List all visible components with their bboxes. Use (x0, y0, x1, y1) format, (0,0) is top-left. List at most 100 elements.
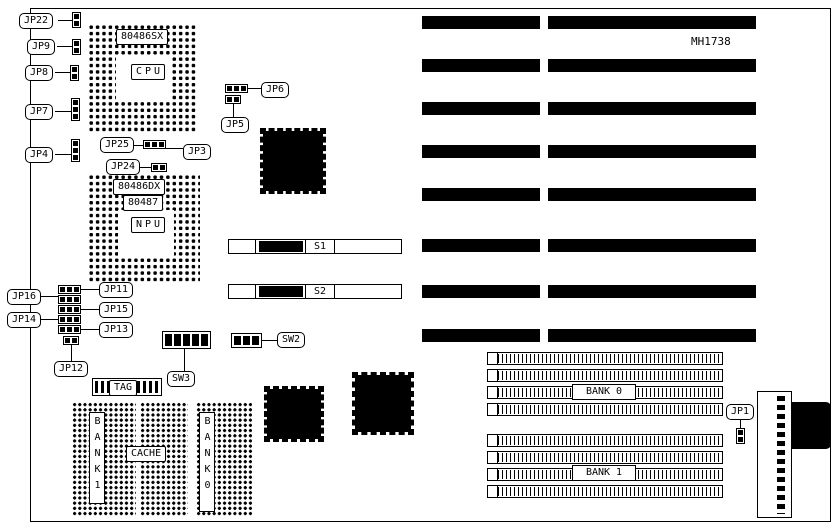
wire (81, 289, 99, 290)
slot-key (540, 59, 548, 72)
chipset-qfp-3 (352, 372, 414, 435)
label-jp13: JP13 (99, 322, 134, 338)
label-jp11: JP11 (99, 282, 134, 298)
socket-end (488, 370, 498, 381)
jumper-jp25-jp3 (143, 140, 166, 149)
jumper-jp9 (72, 39, 81, 55)
label-jp8: JP8 (25, 65, 54, 81)
wire (41, 319, 58, 320)
jumper-jp1 (736, 428, 745, 444)
switch-body (259, 286, 303, 297)
isa-slot-1 (422, 16, 756, 29)
cache-bank1-label: BANK1 (89, 412, 105, 504)
socket-pins (498, 371, 721, 380)
jumper-jp5 (225, 95, 241, 104)
jumper-jp11 (58, 285, 81, 294)
jumper-jp14 (58, 315, 81, 324)
switch-body (259, 241, 303, 252)
jumper-jp6 (225, 84, 248, 93)
tag-label: TAG (109, 380, 138, 396)
slot-key (540, 145, 548, 158)
jumper-jp12 (63, 336, 79, 345)
isa-slot-3 (422, 102, 756, 115)
socket-end (488, 387, 498, 398)
label-jp4: JP4 (25, 147, 54, 163)
slot-key (540, 16, 548, 29)
keyboard-pin-header (757, 391, 792, 518)
socket-pins (498, 354, 721, 363)
isa-slot-8 (422, 329, 756, 342)
socket-pins (498, 436, 721, 445)
switch-bar-s1: S1 (228, 239, 402, 254)
label-sw3: SW3 (167, 371, 196, 387)
label-jp15: JP15 (99, 302, 134, 318)
label-jp24: JP24 (106, 159, 141, 175)
label-jp25: JP25 (100, 137, 135, 153)
jumper-jp8 (70, 65, 79, 81)
wire (58, 20, 73, 21)
jumper-jp22 (72, 12, 81, 28)
npu-label: NPU (131, 217, 166, 233)
wire (740, 420, 741, 428)
slot-key (540, 285, 548, 298)
divider (255, 285, 256, 298)
simm-socket (487, 434, 723, 447)
isa-slot-4 (422, 145, 756, 158)
socket-end (488, 452, 498, 463)
simm-socket (487, 369, 723, 382)
cache-label: CACHE (126, 446, 167, 462)
socket-pins (498, 453, 721, 462)
slot-key (540, 239, 548, 252)
label-jp6: JP6 (261, 82, 290, 98)
wire (140, 167, 151, 168)
s2-label: S2 (305, 284, 335, 299)
wire (71, 345, 72, 361)
cache-bank0-label: BANK0 (199, 412, 215, 512)
wire (184, 349, 185, 371)
header-pins (777, 396, 785, 514)
wire (248, 88, 262, 89)
wire (233, 104, 234, 117)
isa-slot-5 (422, 188, 756, 201)
board-outline (30, 8, 831, 522)
simm-bank0-label: BANK 0 (572, 384, 636, 400)
wire (55, 111, 72, 112)
npu-socket-label: 80486DX (113, 179, 166, 195)
chipset-qfp-2 (264, 386, 324, 442)
label-jp16: JP16 (7, 289, 42, 305)
socket-pins (498, 405, 721, 414)
cpu-label: CPU (131, 64, 166, 80)
label-jp1: JP1 (726, 404, 755, 420)
dip-switch-sw2 (231, 333, 262, 348)
s1-label: S1 (305, 239, 335, 254)
label-jp14: JP14 (7, 312, 42, 328)
simm-socket (487, 485, 723, 498)
label-jp5: JP5 (221, 117, 250, 133)
jumper-jp13 (58, 325, 81, 334)
cpu-socket-label: 80486SX (116, 29, 169, 45)
wire (55, 72, 71, 73)
label-jp12: JP12 (54, 361, 89, 377)
simm-bank1-label: BANK 1 (572, 465, 636, 481)
wire (41, 296, 58, 297)
isa-slot-7 (422, 285, 756, 298)
wire (134, 145, 143, 146)
simm-socket (487, 451, 723, 464)
label-sw2: SW2 (277, 332, 306, 348)
jumper-jp16 (58, 295, 81, 304)
npu-type-label: 80487 (123, 195, 164, 211)
socket-end (488, 486, 498, 497)
jumper-jp4 (71, 139, 80, 162)
jumper-jp15 (58, 305, 81, 314)
simm-socket (487, 352, 723, 365)
jumper-jp7 (71, 98, 80, 121)
keyboard-din-connector (792, 402, 831, 449)
wire (166, 148, 183, 149)
socket-end (488, 435, 498, 446)
wire (81, 329, 99, 330)
socket-end (488, 353, 498, 364)
divider (255, 240, 256, 253)
isa-slot-2 (422, 59, 756, 72)
socket-pins (498, 487, 721, 496)
